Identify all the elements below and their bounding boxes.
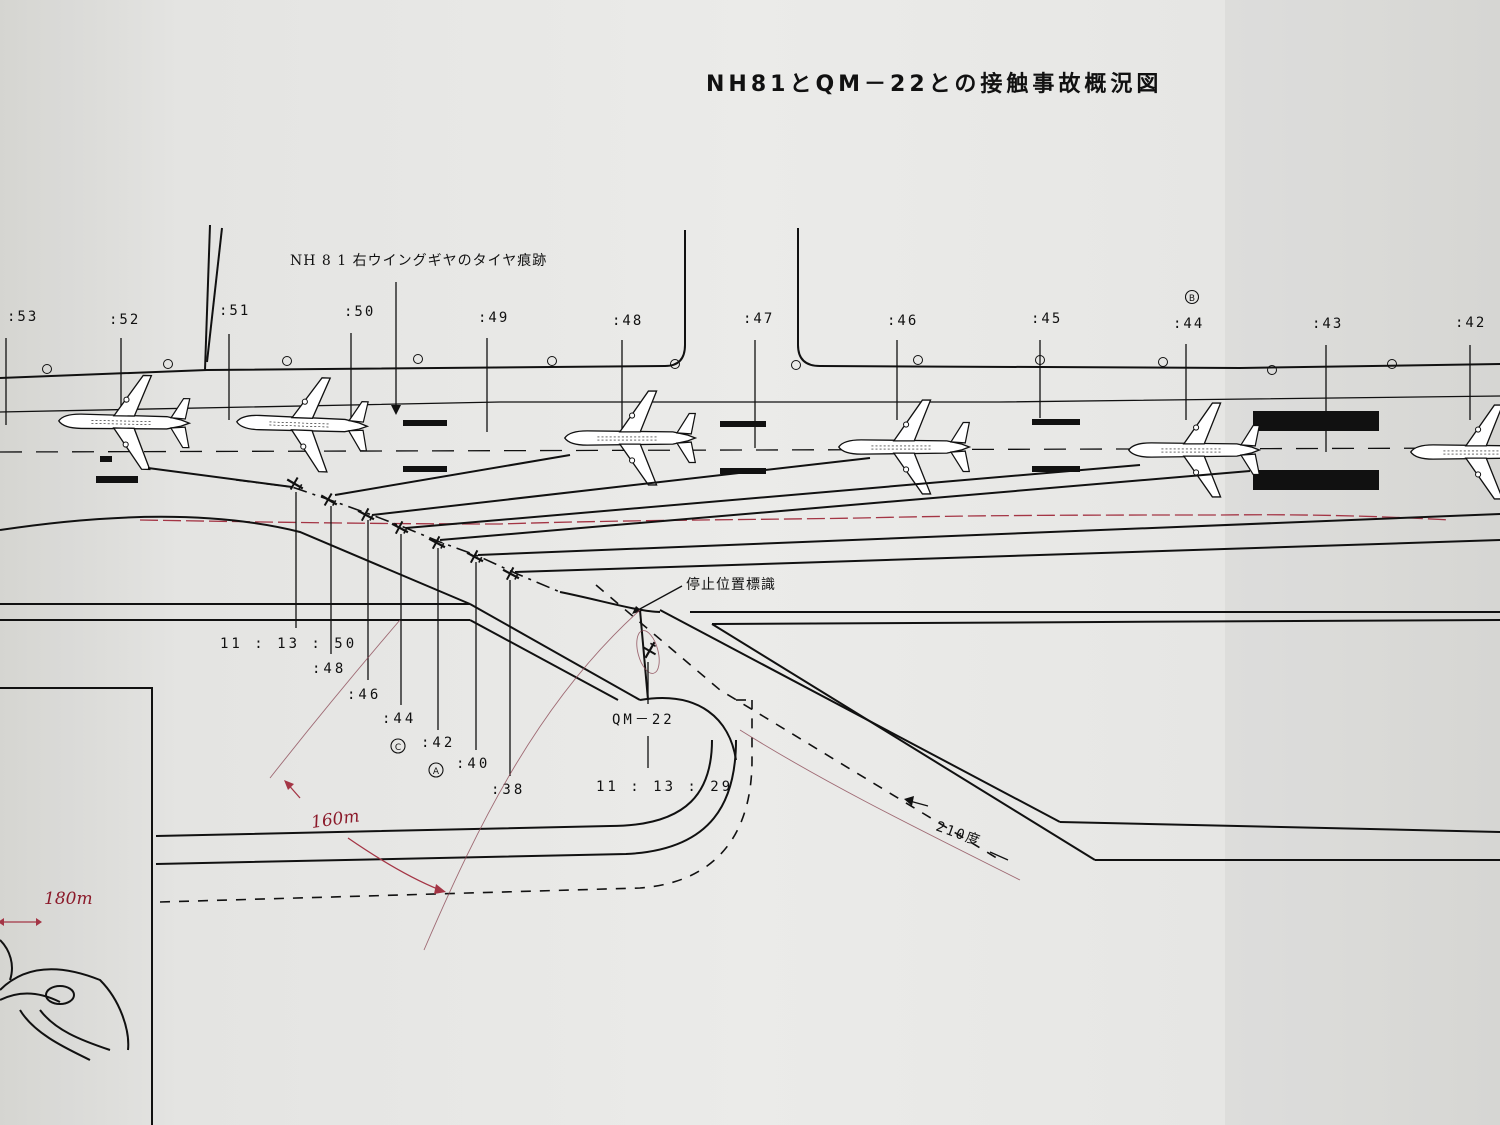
- bottom-time-ticks: [295, 492, 649, 776]
- edge-light-markers: [42, 354, 1397, 375]
- svg-text:B: B: [1189, 294, 1195, 304]
- sightlines: [147, 454, 1500, 573]
- time-label: :46: [347, 687, 381, 703]
- time-label: :40: [456, 756, 490, 772]
- time-label: :38: [491, 782, 525, 798]
- surface-markings: [96, 411, 1379, 490]
- time-label: :51: [219, 303, 250, 319]
- top-time-labels: :53 :52 :51 :50 :49 :48 :47 :46 :45 :44 …: [7, 303, 1486, 332]
- pencil-marks: [269, 609, 1021, 951]
- qm22-time-label: 11 : 13 : 29: [596, 779, 733, 795]
- time-label: :44: [382, 711, 416, 727]
- time-label: :53: [7, 309, 38, 325]
- time-label: :52: [109, 312, 140, 328]
- time-label: :49: [478, 310, 509, 326]
- red-trace: [139, 514, 1451, 525]
- time-label: :46: [887, 313, 918, 329]
- marker-c: C: [390, 738, 406, 754]
- time-label: :48: [312, 661, 346, 677]
- lower-taxiway: [0, 515, 1500, 903]
- marker-a: A: [428, 762, 444, 778]
- taxiway-edge: [204, 224, 211, 371]
- time-label: :42: [421, 735, 455, 751]
- top-time-ticks: [5, 333, 1471, 452]
- time-label: :50: [344, 304, 375, 320]
- handwritten-distance: 160m: [284, 780, 446, 894]
- taxiway-edge-line: [0, 365, 666, 379]
- tire-mark-label: NH 8 1 右ウイングギヤのタイヤ痕跡: [290, 253, 547, 269]
- diagram-title: NH81とQM－22との接触事故概況図: [706, 71, 1162, 97]
- qm22-label: QM－22: [612, 712, 675, 728]
- svg-text:A: A: [433, 767, 440, 777]
- time-label: :45: [1031, 311, 1062, 327]
- time-label: :42: [1455, 315, 1486, 331]
- handwritten-width: 180m: [44, 889, 93, 909]
- stop-marker-label: 停止位置標識: [686, 576, 776, 593]
- time-label: :48: [612, 313, 643, 329]
- time-label: :43: [1312, 316, 1343, 332]
- time-label: 11 : 13 : 50: [220, 636, 357, 652]
- taxiway-edge: [664, 230, 686, 367]
- time-label: :44: [1173, 316, 1204, 332]
- time-label: :47: [743, 311, 774, 327]
- svg-text:C: C: [395, 743, 401, 753]
- bottom-time-labels: 11 : 13 : 50 :48 :46 :44 :42 :40 :38 QM－…: [220, 636, 733, 798]
- marker-b: B: [1184, 289, 1200, 305]
- inset-map: 180m: [0, 687, 153, 1125]
